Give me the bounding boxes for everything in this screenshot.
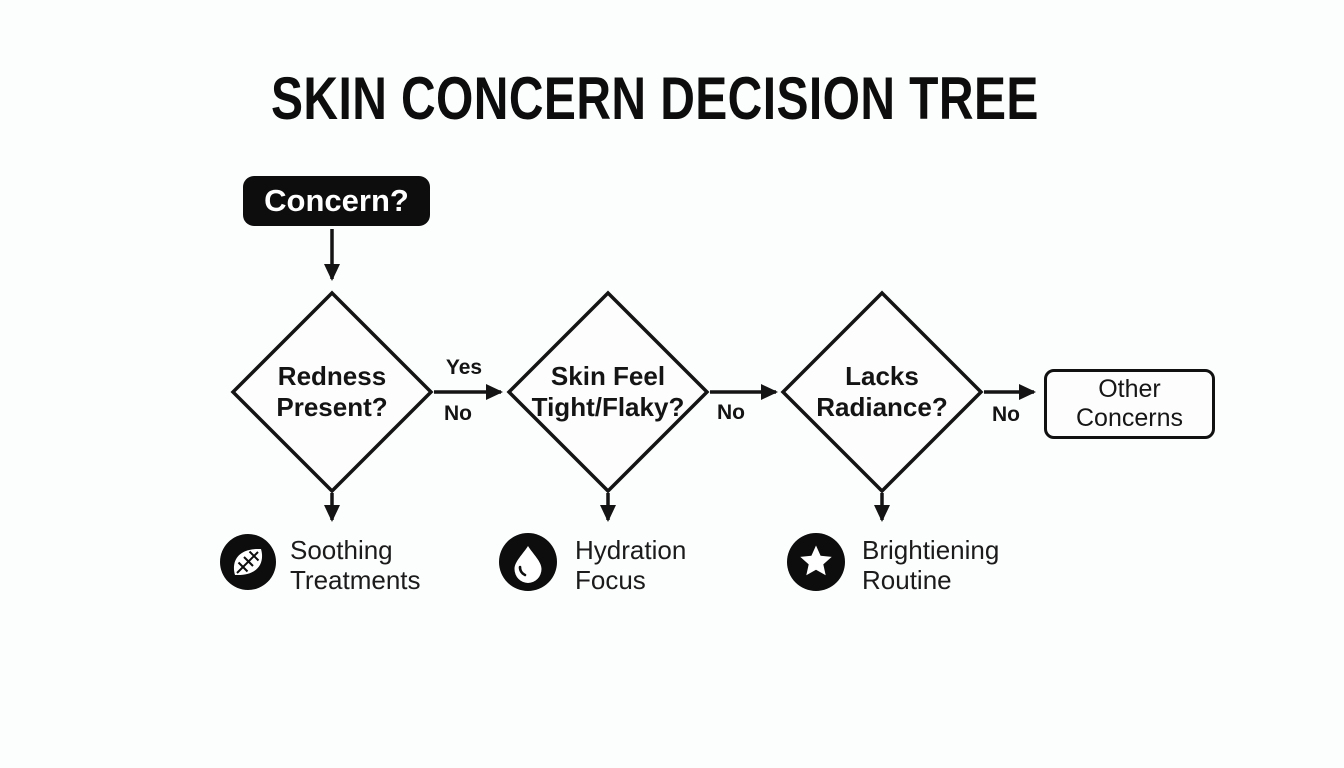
leaf-icon [220,534,276,590]
decision3-label: Lacks Radiance? [816,361,948,422]
terminal-node-label: Other Concerns [1076,375,1183,432]
droplet-icon [499,533,557,591]
outcome2-label: Hydration Focus [575,535,687,595]
decision-diamond-redness [230,290,434,494]
page-title-text: SKIN CONCERN DECISION TREE [271,65,1039,132]
star-icon [787,533,845,591]
start-node-label: Concern? [264,183,409,218]
edge1-no-label: No [444,402,472,425]
start-node-concern: Concern? [243,176,430,226]
edge1-yes-label: Yes [445,356,483,379]
page-title: SKIN CONCERN DECISION TREE [0,68,1327,130]
decision1-label: Redness Present? [276,361,388,422]
decision-diamond-tight-flaky [506,290,710,494]
outcome3-label: Brightiening Routine [862,535,1000,595]
decision-diamond-lacks-radiance [780,290,984,494]
edge3-no-label: No [992,403,1020,426]
outcome1-label: Soothing Treatments [290,535,421,595]
edge2-no-label: No [717,401,745,424]
terminal-node-other-concerns: Other Concerns [1044,369,1215,439]
decision2-label: Skin Feel Tight/Flaky? [531,361,685,422]
